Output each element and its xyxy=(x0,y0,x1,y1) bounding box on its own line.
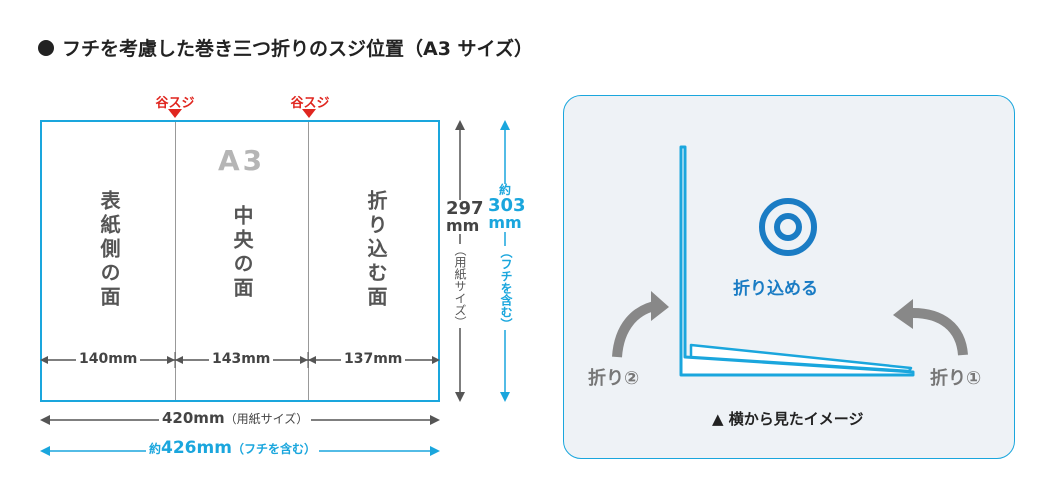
paper-width-note: （用紙サイズ） xyxy=(224,412,309,426)
fold-line-2 xyxy=(308,122,309,400)
panel-width-fold-in: 137mm xyxy=(341,351,406,367)
panel-label-center: 中央の面 xyxy=(230,205,254,301)
paper-width-label: 420mm（用紙サイズ） xyxy=(159,409,312,427)
page-title: フチを考慮した巻き三つ折りのスジ位置（A3 サイズ） xyxy=(38,34,533,61)
bleed-width-label: 約426mm（フチを含む） xyxy=(146,438,319,458)
ok-circle-icon xyxy=(759,198,817,256)
bleed-width-value: 426mm xyxy=(161,438,232,458)
fold1-arrow-icon xyxy=(912,308,968,356)
bleed-height-unit: mm xyxy=(488,213,522,233)
valley-marker-1-icon xyxy=(168,109,182,118)
side-view-panel xyxy=(563,95,1015,459)
side-view-caption: ▲ 横から見たイメージ xyxy=(712,410,864,428)
paper-height-unit: mm xyxy=(446,216,480,235)
sheet-size-label: A3 xyxy=(218,144,266,177)
paper-height-note: （用紙サイズ） xyxy=(452,244,469,328)
bleed-height-value: 303 xyxy=(488,194,526,216)
paper-height-label: 297 mm xyxy=(446,198,484,235)
side-view-illustration xyxy=(612,145,968,377)
bleed-width-note: （フチを含む） xyxy=(231,442,316,456)
panel-width-center: 143mm xyxy=(209,351,274,367)
fold-line-1 xyxy=(175,122,176,400)
ok-label: 折り込める xyxy=(733,279,818,299)
valley-marker-2-icon xyxy=(302,109,316,118)
panel-width-cover: 140mm xyxy=(76,351,141,367)
panel-label-cover: 表紙側の面 xyxy=(97,190,121,310)
fold2-label: 折り② xyxy=(588,368,640,389)
title-text: フチを考慮した巻き三つ折りのスジ位置（A3 サイズ） xyxy=(62,38,533,60)
paper-height-value: 297 xyxy=(446,198,484,219)
bleed-height-prefix: 約 xyxy=(498,183,511,197)
fold1-label: 折り① xyxy=(930,368,982,389)
folded-sheet-inner xyxy=(689,343,913,373)
valley-label-2: 谷スジ xyxy=(290,96,330,111)
valley-label-1: 谷スジ xyxy=(155,96,195,111)
bleed-height-note: （フチを含む） xyxy=(498,246,515,330)
a3-sheet xyxy=(40,120,440,402)
folded-sheet-outer xyxy=(679,145,915,377)
panel-label-fold-in: 折り込む面 xyxy=(364,190,388,310)
bullet-icon xyxy=(38,39,54,56)
paper-width-value: 420mm xyxy=(162,409,225,427)
bleed-height-label: 約 303 mm xyxy=(488,183,526,233)
bleed-width-prefix: 約 xyxy=(149,442,162,456)
